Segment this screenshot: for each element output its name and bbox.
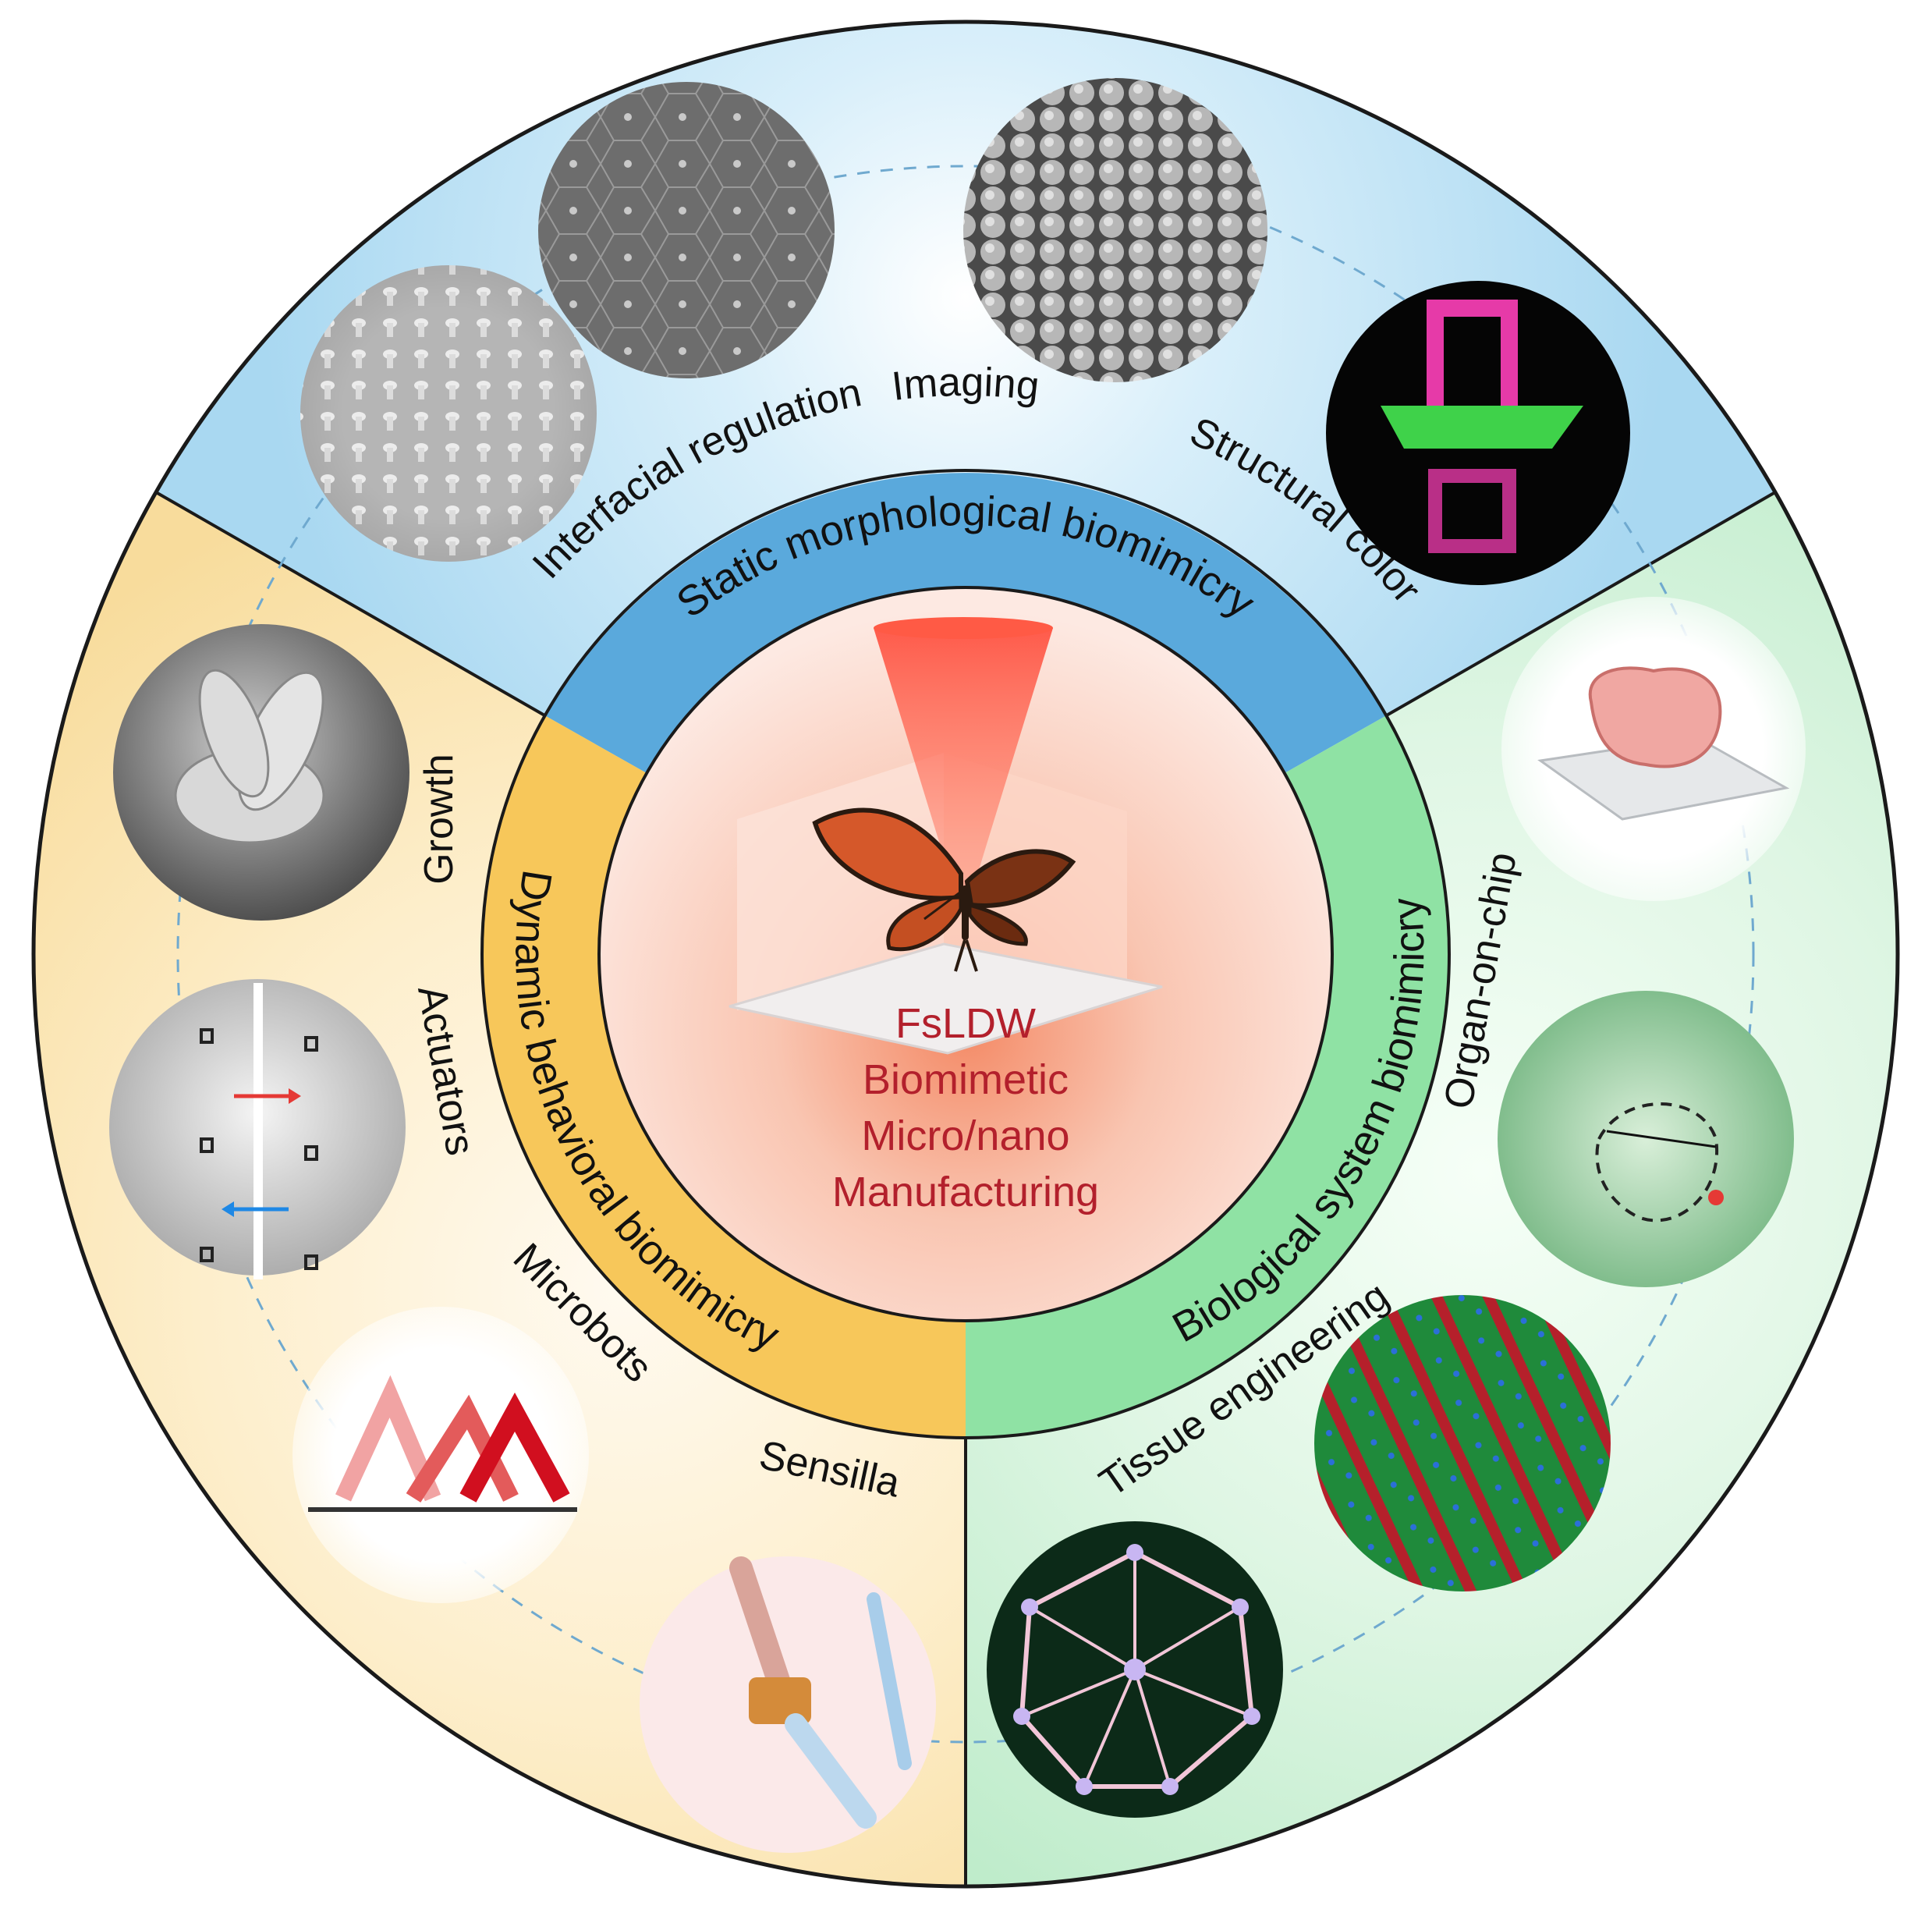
intestine-chip-image — [1501, 597, 1806, 901]
hexagonal-pattern-image — [538, 82, 835, 378]
center-line-2: Biomimetic — [863, 1056, 1069, 1103]
static-ring — [546, 473, 1385, 773]
outer-border — [31, 20, 1900, 1889]
connector-arc — [176, 165, 1755, 1744]
sensilla-fiber-image — [640, 1556, 936, 1853]
dynamic-ring — [483, 716, 966, 1438]
growth-flower-image — [113, 624, 409, 921]
actuators-pillars-image — [109, 979, 406, 1279]
compound-eye-image — [963, 78, 1267, 382]
structural-color-boat-image — [1326, 281, 1630, 585]
organ-tissue-flow-image — [1498, 991, 1794, 1287]
center-title: FsLDW Biomimetic Micro/nano Manufacturin… — [832, 1000, 1099, 1215]
center-line-4: Manufacturing — [832, 1169, 1099, 1215]
label-growth: Growth — [417, 754, 462, 885]
microbots-arches-image — [292, 1307, 589, 1603]
muscle-fibers-image — [1314, 1295, 1611, 1591]
center-line-3: Micro/nano — [861, 1112, 1069, 1159]
butterfly-icon — [812, 807, 1076, 972]
ring-outer-border — [480, 469, 1451, 1439]
biological-ring — [966, 716, 1448, 1438]
micropillar-array-image — [300, 265, 597, 562]
center-line-1: FsLDW — [895, 1000, 1036, 1047]
label-imaging: Imaging — [889, 360, 1041, 410]
sector-dividers — [155, 491, 1776, 1886]
scaffold-network-image — [987, 1521, 1283, 1818]
